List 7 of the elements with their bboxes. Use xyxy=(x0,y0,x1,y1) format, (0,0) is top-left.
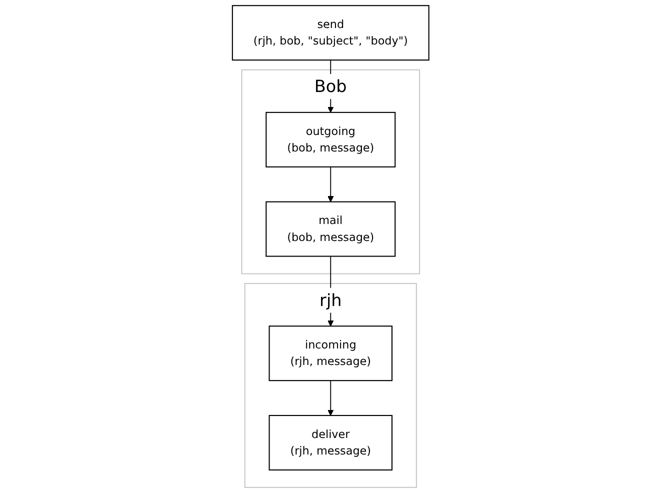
node-box: incoming (rjh, message) xyxy=(268,326,392,382)
arrow xyxy=(327,166,334,202)
node-box: outgoing (bob, message) xyxy=(266,112,396,168)
arrow xyxy=(327,380,334,416)
node-box: send (rjh, bob, "subject", "body") xyxy=(232,5,430,61)
node-box: mail (bob, message) xyxy=(266,201,396,257)
node-box: deliver (rjh, message) xyxy=(268,414,392,470)
